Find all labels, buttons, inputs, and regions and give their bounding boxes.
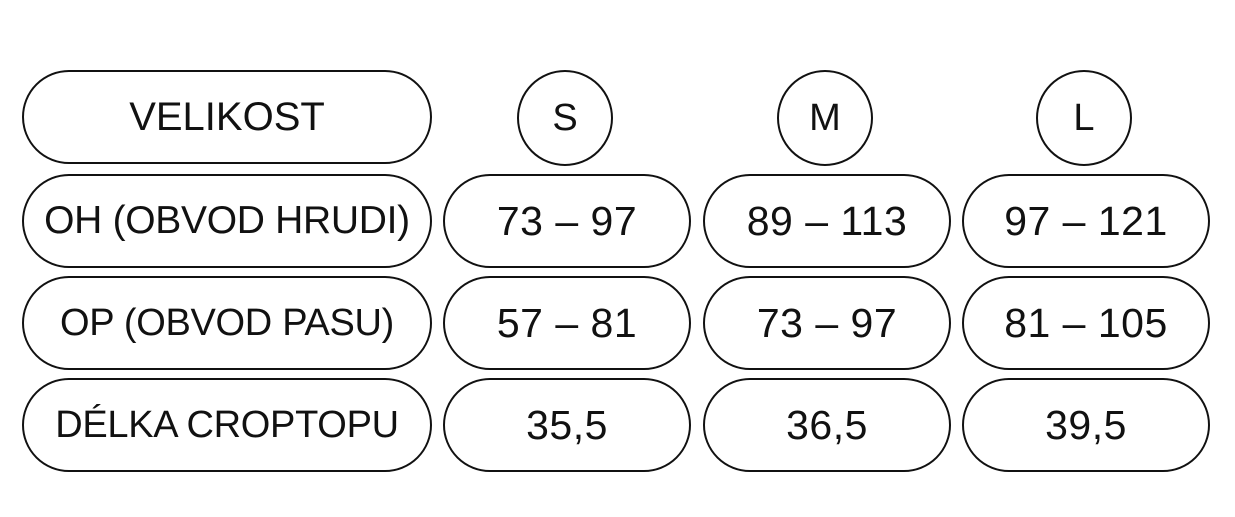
cell-waist-m: 73 – 97 (703, 276, 951, 370)
cell-chest-m: 89 – 113 (703, 174, 951, 268)
cell-value: 35,5 (526, 401, 608, 448)
cell-value: 89 – 113 (746, 197, 908, 244)
cell-value: 81 – 105 (1004, 299, 1168, 346)
cell-length-s: 35,5 (443, 378, 691, 472)
cell-chest-s: 73 – 97 (443, 174, 691, 268)
size-badge-text: S (552, 96, 578, 139)
cell-value: 57 – 81 (496, 299, 638, 346)
cell-length-m: 36,5 (703, 378, 951, 472)
row-label-chest: OH (OBVOD HRUDI) (22, 174, 432, 268)
row-label-text: OH (OBVOD HRUDI) (44, 199, 410, 242)
cell-value: 97 – 121 (1004, 197, 1168, 244)
cell-chest-l: 97 – 121 (962, 174, 1210, 268)
cell-value: 39,5 (1045, 401, 1127, 448)
cell-length-l: 39,5 (962, 378, 1210, 472)
size-badge-text: L (1073, 96, 1095, 139)
size-badge-l: L (1036, 70, 1132, 166)
size-badge-text: M (809, 96, 841, 139)
row-label-waist: OP (OBVOD PASU) (22, 276, 432, 370)
size-badge-m: M (777, 70, 873, 166)
cell-value: 73 – 97 (496, 197, 638, 244)
cell-waist-l: 81 – 105 (962, 276, 1210, 370)
row-label-length: DÉLKA CROPTOPU (22, 378, 432, 472)
cell-value: 36,5 (786, 401, 868, 448)
row-label-text: OP (OBVOD PASU) (59, 301, 395, 344)
row-label-text: DÉLKA CROPTOPU (55, 403, 399, 446)
header-label-velikost: VELIKOST (22, 70, 432, 164)
cell-waist-s: 57 – 81 (443, 276, 691, 370)
cell-value: 73 – 97 (756, 299, 898, 346)
size-badge-s: S (517, 70, 613, 166)
header-label-text: VELIKOST (129, 94, 325, 139)
